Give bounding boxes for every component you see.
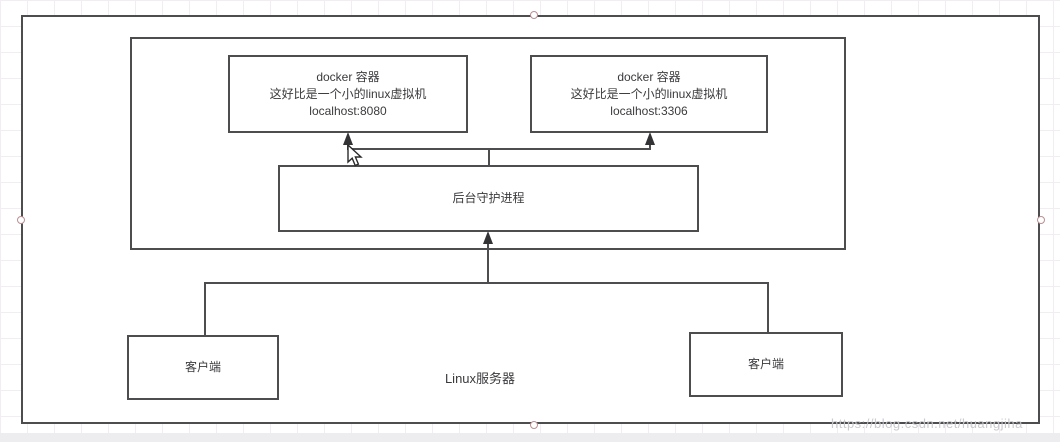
arrowhead-to-daemon <box>483 231 493 244</box>
docker-container-subtitle: 这好比是一个小的linux虚拟机 <box>269 86 427 101</box>
docker-container-title: docker 容器 <box>617 69 681 84</box>
selection-handle-bottom[interactable] <box>530 421 538 429</box>
client-label: 客户端 <box>184 360 221 374</box>
docker-container-address: localhost:3306 <box>610 103 688 118</box>
connector-clients-to-daemon-vertical[interactable] <box>487 243 489 284</box>
csdn-watermark: https://blog.csdn.net/huangjiha <box>831 416 1023 431</box>
client-box-left[interactable]: 客户端 <box>127 335 279 400</box>
docker-container-address: localhost:8080 <box>309 103 387 118</box>
connector-client-left-drop[interactable] <box>204 282 206 335</box>
connector-clients-bracket-horizontal[interactable] <box>204 282 769 284</box>
spreadsheet-row-strip <box>0 433 1060 442</box>
docker-container-title: docker 容器 <box>316 69 380 84</box>
selection-handle-left[interactable] <box>17 216 25 224</box>
client-label: 客户端 <box>747 357 784 371</box>
connector-arrow-right-vertical[interactable] <box>649 143 651 149</box>
arrowhead-to-container-8080 <box>343 132 353 145</box>
mouse-cursor-icon <box>347 145 363 167</box>
docker-container-box-8080[interactable]: docker 容器 这好比是一个小的linux虚拟机 localhost:808… <box>228 55 468 133</box>
daemon-process-box[interactable]: 后台守护进程 <box>278 165 699 232</box>
arrowhead-to-container-3306 <box>645 132 655 145</box>
connector-client-right-drop[interactable] <box>767 282 769 333</box>
docker-container-subtitle: 这好比是一个小的linux虚拟机 <box>570 86 728 101</box>
connector-daemon-to-containers-horizontal[interactable] <box>347 148 651 150</box>
daemon-process-label: 后台守护进程 <box>452 191 525 205</box>
client-box-right[interactable]: 客户端 <box>689 332 843 397</box>
connector-daemon-top-stub[interactable] <box>488 148 490 166</box>
selection-handle-right[interactable] <box>1037 216 1045 224</box>
docker-container-box-3306[interactable]: docker 容器 这好比是一个小的linux虚拟机 localhost:330… <box>530 55 768 133</box>
linux-server-label: Linux服务器 <box>444 371 516 386</box>
selection-handle-top[interactable] <box>530 11 538 19</box>
